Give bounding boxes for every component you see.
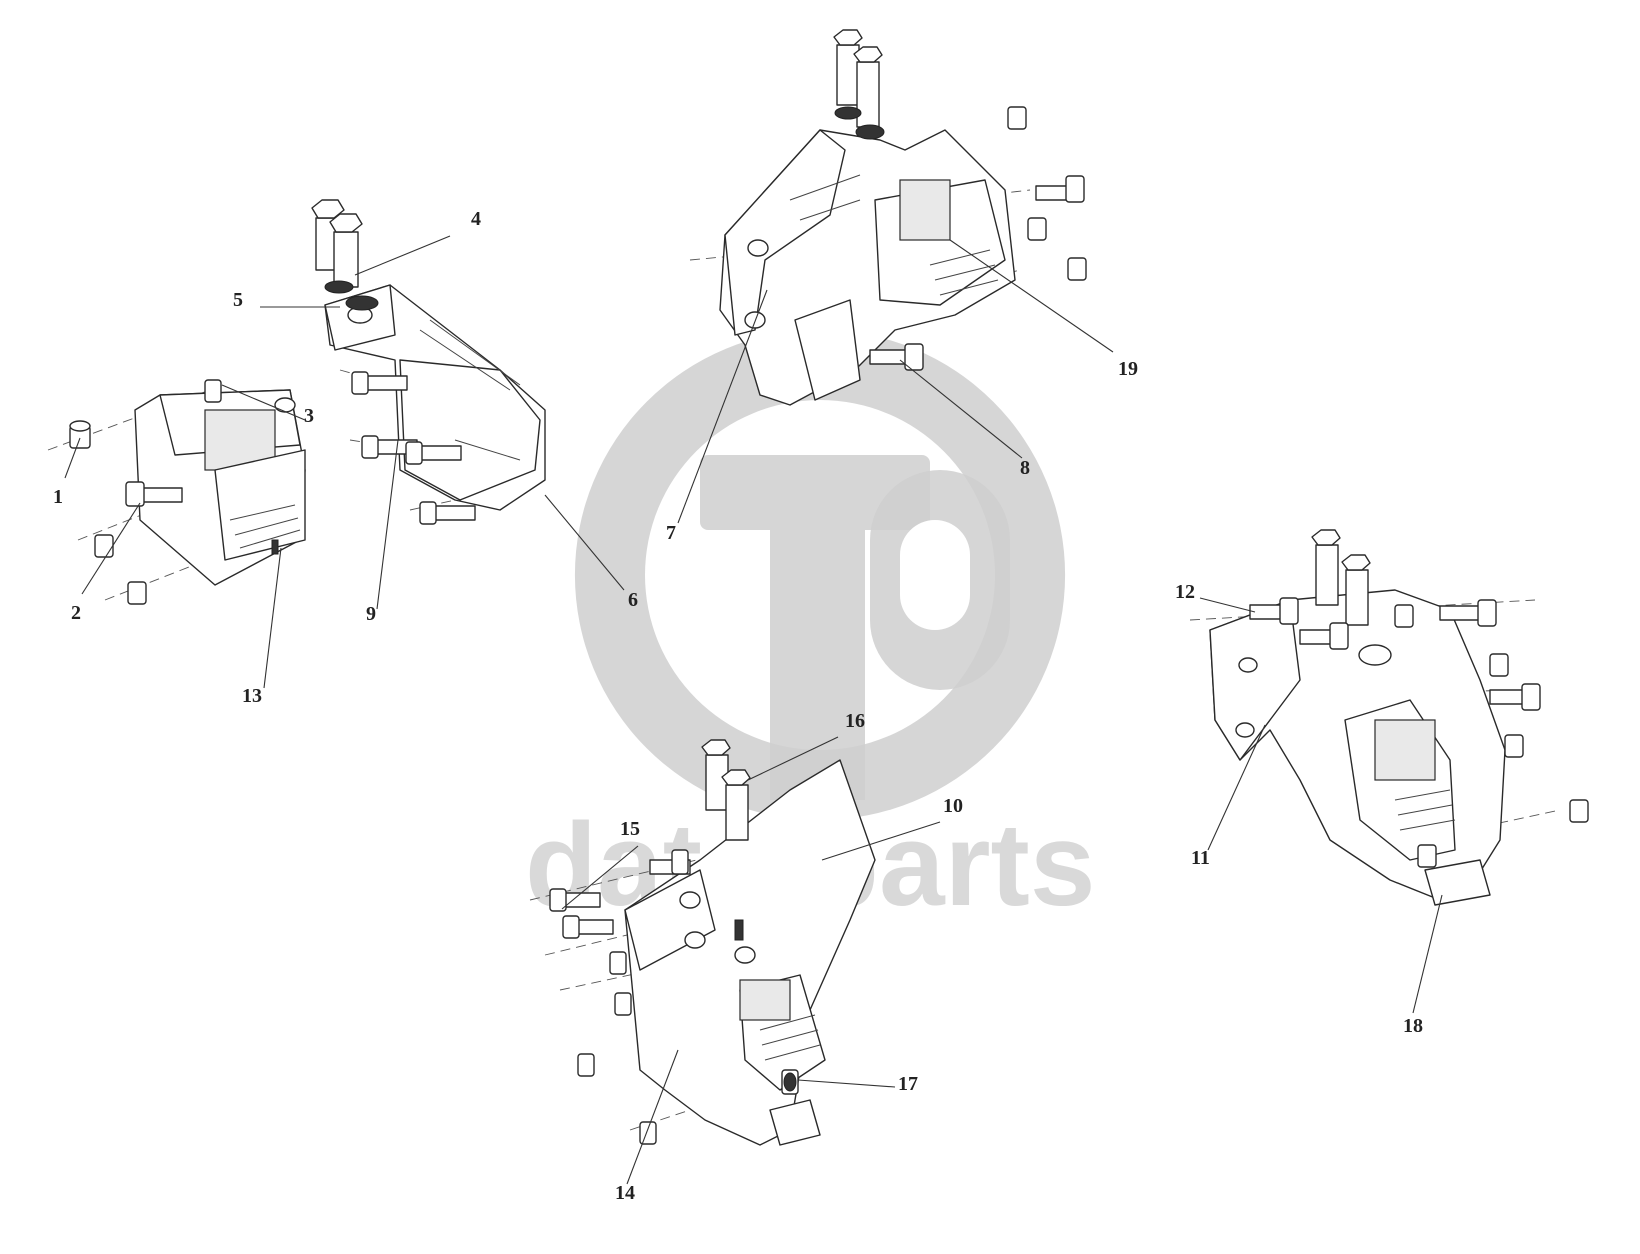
- bolt-15: [549, 849, 691, 939]
- washer-5: [324, 280, 379, 311]
- callout-1: 1: [53, 486, 63, 508]
- engine-mount-right: [1189, 529, 1589, 906]
- bolt-1: [69, 420, 91, 449]
- callout-14: 14: [615, 1182, 635, 1204]
- engine-mount-bottom-center: [529, 739, 876, 1146]
- bolt-2: [125, 481, 183, 507]
- callout-5: 5: [233, 289, 243, 311]
- bolt-16: [701, 739, 751, 841]
- leader-lines: [64, 235, 1443, 1185]
- callout-10: 10: [943, 795, 963, 817]
- callout-9: 9: [366, 603, 376, 625]
- bolt-right-c: [1035, 175, 1085, 203]
- engine-mount-left: [47, 379, 306, 605]
- callout-18: 18: [1403, 1015, 1423, 1037]
- engine-mount-bracket-upper-left: [311, 199, 546, 525]
- callout-17: 17: [898, 1073, 918, 1095]
- bolt-12: [1249, 597, 1349, 650]
- callout-11: 11: [1191, 847, 1210, 869]
- callout-12: 12: [1175, 581, 1195, 603]
- callout-16: 16: [845, 710, 865, 732]
- engine-mount-top-center: [689, 29, 1087, 406]
- callout-15: 15: [620, 818, 640, 840]
- bolt-4: [311, 199, 363, 288]
- callout-2: 2: [71, 602, 81, 624]
- callout-3: 3: [304, 405, 314, 427]
- bolt-8: [869, 343, 924, 371]
- callout-6: 6: [628, 589, 638, 611]
- callout-7: 7: [666, 522, 676, 544]
- callout-13: 13: [242, 685, 262, 707]
- bolt-7-top: [833, 29, 885, 140]
- bolt-17: [781, 1069, 799, 1095]
- callout-4: 4: [471, 208, 481, 230]
- watermark-logo: [574, 329, 1066, 820]
- callout-19: 19: [1118, 358, 1138, 380]
- callout-labels: 1 2 3 4 5 6 7 8 9 10 11 12 13 14 15 16 1…: [53, 208, 1423, 1204]
- callout-8: 8: [1020, 457, 1030, 479]
- bolt-right-top: [1311, 529, 1371, 626]
